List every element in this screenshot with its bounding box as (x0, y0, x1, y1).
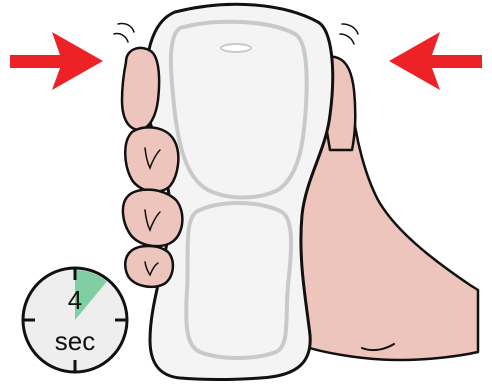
timer-value: 4 (68, 285, 82, 315)
finger-ring (123, 190, 182, 247)
squeeze-arrow-left (10, 32, 103, 90)
device-earpiece (221, 44, 251, 52)
arrow-left-icon (389, 32, 482, 90)
finger-index (122, 48, 159, 130)
motion-marks-right (340, 24, 358, 44)
handheld-device (146, 4, 333, 379)
arrow-right-icon (10, 32, 103, 90)
timer-unit: sec (55, 326, 95, 356)
countdown-timer: 4 sec (23, 268, 127, 372)
motion-marks-left (114, 23, 134, 42)
squeeze-arrow-right (389, 32, 482, 90)
finger-middle (125, 127, 178, 191)
finger-little (125, 246, 173, 287)
